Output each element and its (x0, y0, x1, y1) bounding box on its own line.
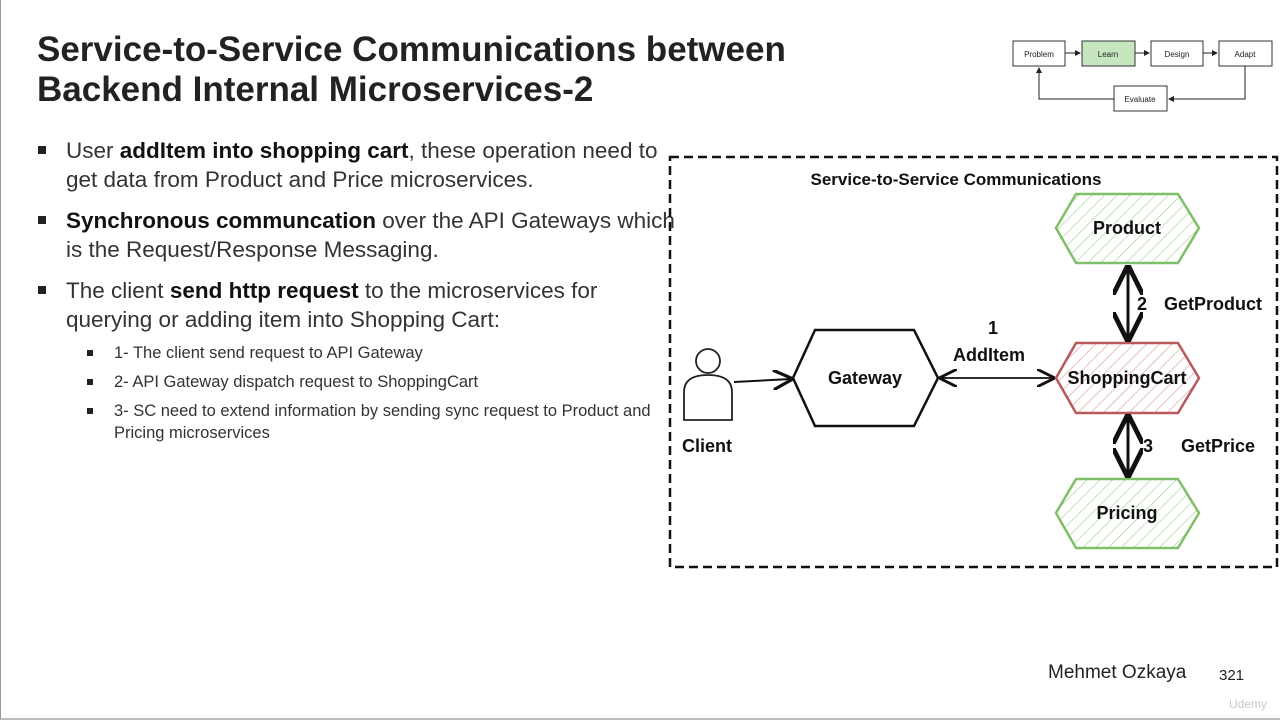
title-line-1: Service-to-Service Communications betwee… (37, 30, 786, 69)
flow-step-evaluate (1113, 85, 1168, 112)
step-1-number: 1 (988, 318, 998, 338)
user-icon (683, 348, 733, 421)
client-label: Client (682, 436, 732, 456)
flow-label-adapt: Adapt (1235, 50, 1257, 59)
step-3-label: GetPrice (1181, 436, 1255, 456)
page-number: 321 (1219, 667, 1245, 684)
gateway-label: Gateway (828, 368, 902, 388)
diagram-title: Service-to-Service Communications (811, 170, 1102, 189)
step-1-label: AddItem (953, 345, 1025, 365)
product-node (1054, 192, 1201, 265)
shoppingcart-node (1054, 341, 1201, 415)
flow-label-learn: Learn (1098, 50, 1118, 59)
page-title: Service-to-Service Communications betwee… (37, 30, 877, 110)
arrow-client-gateway (733, 379, 791, 382)
sub-bullet-3: 3- SC need to extend information by send… (37, 400, 677, 444)
author-name: Mehmet Ozkaya (1048, 662, 1187, 683)
flow-label-problem: Problem (1024, 50, 1054, 59)
sub-bullet-list: 1- The client send request to API Gatewa… (37, 342, 677, 444)
pricing-label: Pricing (1096, 503, 1157, 523)
pricing-node (1054, 477, 1201, 550)
diagram-frame (668, 155, 1279, 569)
sub-bullet-2: 2- API Gateway dispatch request to Shopp… (37, 371, 677, 393)
product-label: Product (1093, 218, 1161, 238)
bullet-3: The client send http request to the micr… (37, 276, 677, 334)
title-line-2: Backend Internal Microservices-2 (37, 70, 594, 109)
step-3-number: 3 (1143, 436, 1153, 456)
watermark: Udemy (1229, 697, 1268, 711)
bullet-1: User addItem into shopping cart, these o… (37, 136, 677, 194)
flow-step-problem (1012, 40, 1066, 67)
shoppingcart-label: ShoppingCart (1068, 368, 1187, 388)
flow-label-design: Design (1165, 50, 1190, 59)
flow-label-evaluate: Evaluate (1124, 95, 1156, 104)
sub-bullet-1: 1- The client send request to API Gatewa… (37, 342, 677, 364)
step-2-label: GetProduct (1164, 294, 1262, 314)
bullet-2: Synchronous communcation over the API Ga… (37, 206, 677, 264)
bullet-list: User addItem into shopping cart, these o… (37, 136, 677, 451)
step-2-number: 2 (1137, 294, 1147, 314)
